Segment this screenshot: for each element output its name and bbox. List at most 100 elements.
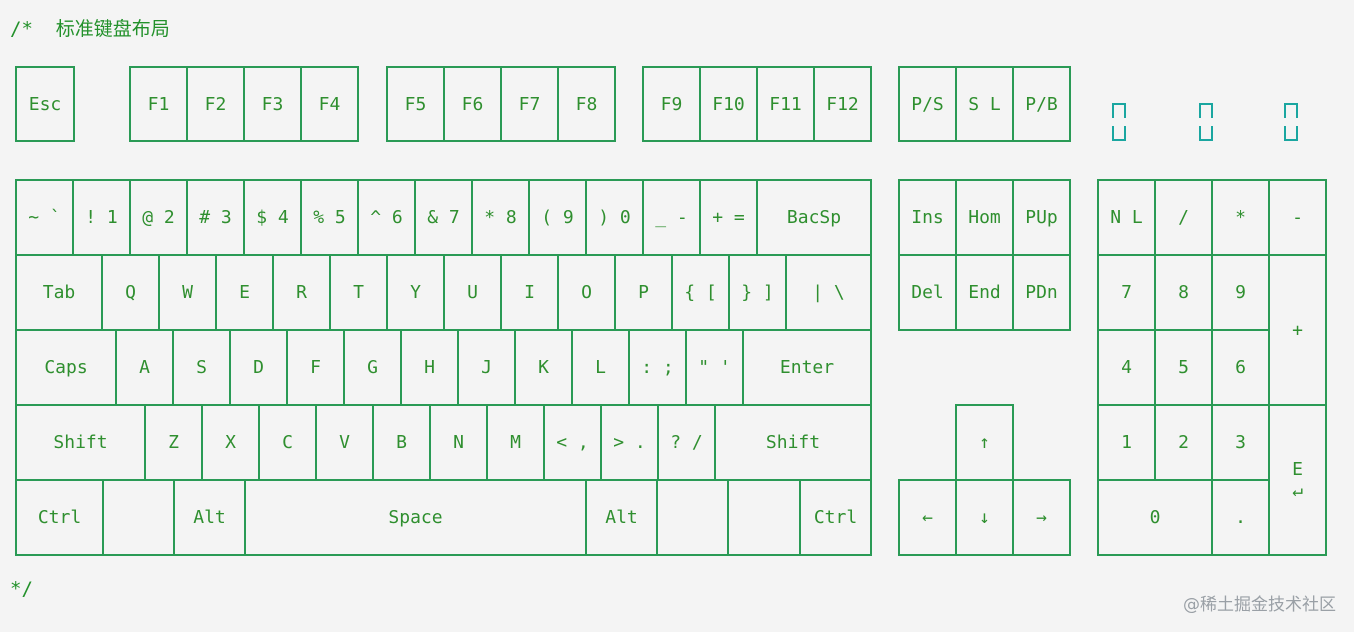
key-arrow-left[interactable]: ←: [898, 479, 957, 556]
key-f6[interactable]: F6: [443, 66, 502, 142]
key-num-8[interactable]: 8: [1154, 254, 1213, 331]
key-num-6[interactable]: 6: [1211, 329, 1270, 406]
key-k[interactable]: K: [514, 329, 573, 406]
key-f3[interactable]: F3: [243, 66, 302, 142]
key-caps-lock[interactable]: Caps: [15, 329, 117, 406]
key-end[interactable]: End: [955, 254, 1014, 331]
key-num-1[interactable]: 1: [1097, 404, 1156, 481]
key-o[interactable]: O: [557, 254, 616, 331]
key-2[interactable]: @ 2: [129, 179, 188, 256]
key-page-down[interactable]: PDn: [1012, 254, 1071, 331]
key-x[interactable]: X: [201, 404, 260, 481]
key-right-win[interactable]: [656, 479, 729, 556]
key-5[interactable]: % 5: [300, 179, 359, 256]
key-backtick[interactable]: ~ `: [15, 179, 74, 256]
key-arrow-down[interactable]: ↓: [955, 479, 1014, 556]
key-f10[interactable]: F10: [699, 66, 758, 142]
key-left-shift[interactable]: Shift: [15, 404, 146, 481]
key-backslash[interactable]: | \: [785, 254, 872, 331]
key-n[interactable]: N: [429, 404, 488, 481]
key-tab[interactable]: Tab: [15, 254, 103, 331]
key-num-0[interactable]: 0: [1097, 479, 1213, 556]
key-4[interactable]: $ 4: [243, 179, 302, 256]
key-f8[interactable]: F8: [557, 66, 616, 142]
key-comma[interactable]: < ,: [543, 404, 602, 481]
key-f5[interactable]: F5: [386, 66, 445, 142]
key-num-2[interactable]: 2: [1154, 404, 1213, 481]
key-num-decimal[interactable]: .: [1211, 479, 1270, 556]
key-equals[interactable]: + =: [699, 179, 758, 256]
key-v[interactable]: V: [315, 404, 374, 481]
key-8[interactable]: * 8: [471, 179, 530, 256]
key-menu[interactable]: [727, 479, 801, 556]
key-f7[interactable]: F7: [500, 66, 559, 142]
key-0[interactable]: ) 0: [585, 179, 644, 256]
key-pause-break[interactable]: P/B: [1012, 66, 1071, 142]
key-period[interactable]: > .: [600, 404, 659, 481]
key-left-alt[interactable]: Alt: [173, 479, 246, 556]
key-p[interactable]: P: [614, 254, 673, 331]
key-a[interactable]: A: [115, 329, 174, 406]
key-space[interactable]: Space: [244, 479, 587, 556]
key-left-win[interactable]: [102, 479, 175, 556]
key-num-enter[interactable]: E ↵: [1268, 404, 1327, 556]
key-enter[interactable]: Enter: [742, 329, 872, 406]
key-num-9[interactable]: 9: [1211, 254, 1270, 331]
key-arrow-right[interactable]: →: [1012, 479, 1071, 556]
key-z[interactable]: Z: [144, 404, 203, 481]
key-1[interactable]: ! 1: [72, 179, 131, 256]
key-quote[interactable]: " ': [685, 329, 744, 406]
key-l[interactable]: L: [571, 329, 630, 406]
key-insert[interactable]: Ins: [898, 179, 957, 256]
key-e[interactable]: E: [215, 254, 274, 331]
key-9[interactable]: ( 9: [528, 179, 587, 256]
key-num-4[interactable]: 4: [1097, 329, 1156, 406]
key-7[interactable]: & 7: [414, 179, 473, 256]
key-j[interactable]: J: [457, 329, 516, 406]
key-num-7[interactable]: 7: [1097, 254, 1156, 331]
key-right-ctrl[interactable]: Ctrl: [799, 479, 872, 556]
key-num-multiply[interactable]: *: [1211, 179, 1270, 256]
key-u[interactable]: U: [443, 254, 502, 331]
key-num-3[interactable]: 3: [1211, 404, 1270, 481]
key-num-divide[interactable]: /: [1154, 179, 1213, 256]
key-minus[interactable]: _ -: [642, 179, 701, 256]
key-q[interactable]: Q: [101, 254, 160, 331]
key-t[interactable]: T: [329, 254, 388, 331]
key-right-shift[interactable]: Shift: [714, 404, 872, 481]
key-r[interactable]: R: [272, 254, 331, 331]
key-num-lock[interactable]: N L: [1097, 179, 1156, 256]
key-print-screen[interactable]: P/S: [898, 66, 957, 142]
key-scroll-lock[interactable]: S L: [955, 66, 1014, 142]
key-f9[interactable]: F9: [642, 66, 701, 142]
key-s[interactable]: S: [172, 329, 231, 406]
key-f4[interactable]: F4: [300, 66, 359, 142]
key-arrow-up[interactable]: ↑: [955, 404, 1014, 481]
key-right-bracket[interactable]: } ]: [728, 254, 787, 331]
key-y[interactable]: Y: [386, 254, 445, 331]
key-6[interactable]: ^ 6: [357, 179, 416, 256]
key-delete[interactable]: Del: [898, 254, 957, 331]
key-home[interactable]: Hom: [955, 179, 1014, 256]
key-f12[interactable]: F12: [813, 66, 872, 142]
key-right-alt[interactable]: Alt: [585, 479, 658, 556]
key-g[interactable]: G: [343, 329, 402, 406]
key-num-plus[interactable]: +: [1268, 254, 1327, 406]
key-i[interactable]: I: [500, 254, 559, 331]
key-d[interactable]: D: [229, 329, 288, 406]
key-c[interactable]: C: [258, 404, 317, 481]
key-f2[interactable]: F2: [186, 66, 245, 142]
key-b[interactable]: B: [372, 404, 431, 481]
key-num-5[interactable]: 5: [1154, 329, 1213, 406]
key-slash[interactable]: ? /: [657, 404, 716, 481]
key-m[interactable]: M: [486, 404, 545, 481]
key-w[interactable]: W: [158, 254, 217, 331]
key-esc[interactable]: Esc: [15, 66, 75, 142]
key-f1[interactable]: F1: [129, 66, 188, 142]
key-f[interactable]: F: [286, 329, 345, 406]
key-page-up[interactable]: PUp: [1012, 179, 1071, 256]
key-num-minus[interactable]: -: [1268, 179, 1327, 256]
key-3[interactable]: # 3: [186, 179, 245, 256]
key-left-ctrl[interactable]: Ctrl: [15, 479, 104, 556]
key-left-bracket[interactable]: { [: [671, 254, 730, 331]
